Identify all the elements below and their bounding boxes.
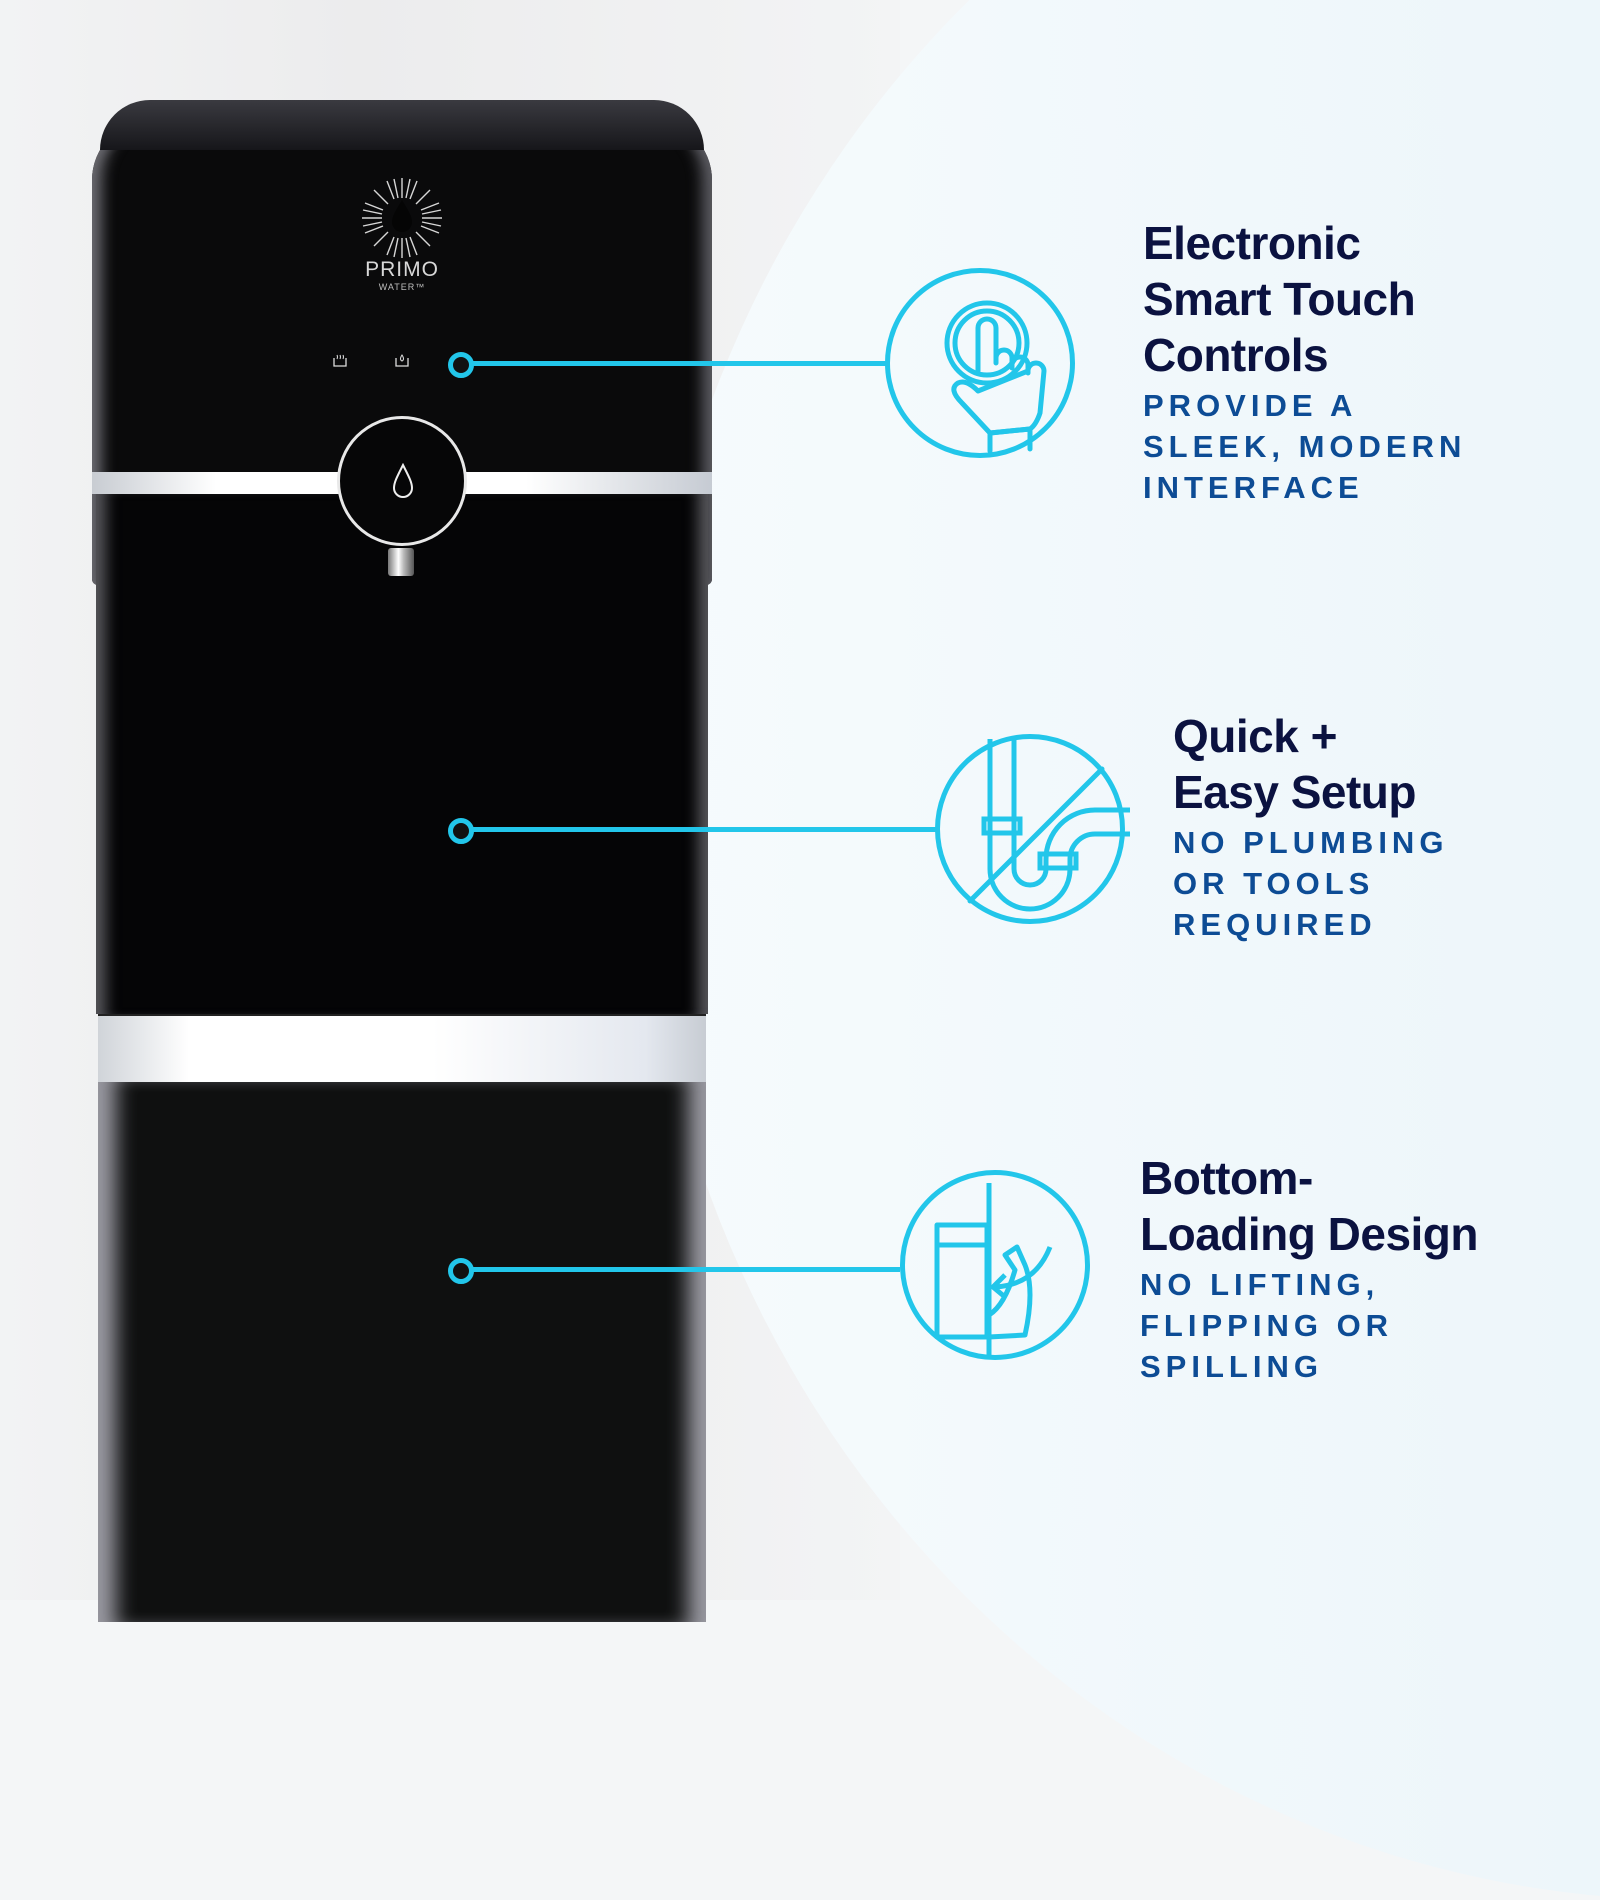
title-line: Bottom- [1140, 1152, 1313, 1204]
feature-easy-setup: Quick + Easy Setup NO PLUMBING OR TOOLS … [1173, 708, 1448, 945]
brand-name: PRIMO [365, 258, 439, 281]
title-line: Loading Design [1140, 1208, 1479, 1260]
subtitle-line: INTERFACE [1143, 470, 1364, 505]
callout-dot-2 [448, 818, 474, 844]
callout-line-1 [470, 361, 890, 366]
title-line: Easy Setup [1173, 766, 1417, 818]
feature-subtitle: NO PLUMBING OR TOOLS REQUIRED [1173, 822, 1448, 945]
touch-hand-icon [885, 268, 1075, 458]
primo-logo-icon [362, 178, 442, 258]
feature-subtitle: NO LIFTING, FLIPPING OR SPILLING [1140, 1264, 1478, 1387]
callout-dot-1 [448, 352, 474, 378]
subtitle-line: REQUIRED [1173, 907, 1377, 942]
subtitle-line: NO PLUMBING [1173, 825, 1449, 860]
subtitle-line: FLIPPING OR [1140, 1308, 1394, 1343]
dispenser-top-cap [100, 100, 704, 150]
callout-line-3 [470, 1267, 900, 1272]
callout-line-2 [470, 827, 940, 832]
title-line: Controls [1143, 329, 1329, 381]
feature-title: Quick + Easy Setup [1173, 708, 1448, 820]
title-line: Quick + [1173, 710, 1337, 762]
water-spout [388, 548, 414, 576]
feature-bottom-loading: Bottom- Loading Design NO LIFTING, FLIPP… [1140, 1150, 1479, 1387]
room-temp-water-icon [395, 354, 409, 367]
feature-subtitle: PROVIDE A SLEEK, MODERN INTERFACE [1143, 385, 1466, 508]
callout-dot-3 [448, 1258, 474, 1284]
title-line: Smart Touch [1143, 273, 1416, 325]
title-line: Electronic [1143, 217, 1361, 269]
no-plumbing-icon [935, 734, 1130, 924]
feature-title: Bottom- Loading Design [1140, 1150, 1479, 1262]
water-drop-icon [392, 463, 414, 498]
brand-subtitle: WATER™ [378, 282, 426, 292]
lower-trim-band [98, 1014, 706, 1084]
bottle-loading-icon [900, 1170, 1090, 1360]
water-dispenser: PRIMO WATER™ [92, 100, 712, 1622]
cold-water-button[interactable] [394, 352, 410, 368]
subtitle-line: OR TOOLS [1173, 866, 1375, 901]
subtitle-line: PROVIDE A [1143, 388, 1358, 423]
feature-title: Electronic Smart Touch Controls [1143, 215, 1466, 383]
dispenser-mid-body [96, 494, 708, 1014]
hot-water-button[interactable] [332, 352, 348, 368]
bottle-compartment-door[interactable] [98, 1082, 706, 1622]
subtitle-line: NO LIFTING, [1140, 1267, 1380, 1302]
subtitle-line: SPILLING [1140, 1349, 1323, 1384]
dispense-button[interactable] [337, 416, 467, 546]
hot-water-icon [333, 354, 347, 367]
subtitle-line: SLEEK, MODERN [1143, 429, 1467, 464]
feature-smart-touch: Electronic Smart Touch Controls PROVIDE … [1143, 215, 1466, 508]
